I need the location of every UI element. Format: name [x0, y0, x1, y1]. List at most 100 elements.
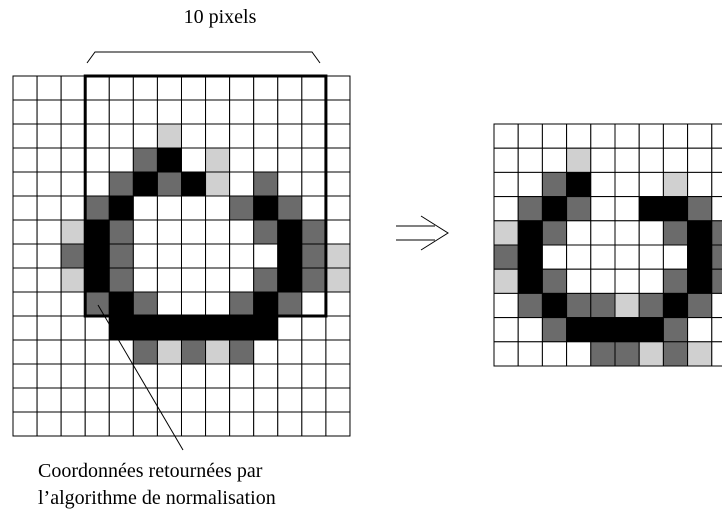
result-pixel: [662, 123, 689, 149]
source-pixel: [277, 411, 303, 437]
result-pixel: [493, 171, 519, 198]
result-pixel: [541, 292, 568, 319]
source-pixel: [205, 195, 231, 221]
source-pixel: [12, 291, 38, 317]
result-pixel: [566, 220, 592, 246]
source-pixel: [156, 363, 182, 389]
result-pixel: [638, 196, 664, 222]
result-pixel: [711, 317, 722, 343]
result-pixel: [517, 123, 543, 149]
width-label: 10 pixels: [183, 6, 257, 28]
source-pixel: [180, 315, 207, 341]
source-pixel: [277, 99, 303, 125]
source-pixel: [156, 267, 182, 293]
source-pixel: [132, 267, 158, 293]
result-pixel: [614, 341, 640, 367]
source-pixel: [253, 147, 279, 173]
result-pixel: [517, 220, 543, 246]
result-pixel: [687, 123, 713, 149]
source-pixel: [229, 411, 255, 437]
source-pixel: [180, 363, 207, 389]
source-pixel: [156, 75, 182, 101]
source-pixel: [229, 75, 255, 101]
result-pixel: [541, 196, 568, 222]
result-pixel: [687, 244, 713, 270]
source-pixel: [253, 195, 279, 221]
result-pixel: [541, 220, 568, 246]
source-pixel: [156, 243, 182, 269]
source-pixel: [205, 219, 231, 245]
result-pixel: [614, 196, 640, 222]
source-pixel: [301, 411, 327, 437]
normalization-bounding-box: [83, 74, 328, 318]
source-pixel: [325, 315, 351, 341]
result-pixel: [590, 244, 616, 270]
source-pixel: [12, 123, 38, 149]
source-pixel: [301, 387, 327, 413]
source-pixel: [108, 387, 134, 413]
result-pixel: [614, 244, 640, 270]
source-pixel: [325, 291, 351, 317]
source-pixel: [156, 291, 182, 317]
source-pixel: [253, 315, 279, 341]
result-pixel: [711, 171, 722, 198]
result-pixel: [517, 317, 543, 343]
source-pixel: [60, 75, 86, 101]
source-pixel: [60, 219, 86, 245]
source-pixel: [12, 267, 38, 293]
source-pixel: [253, 123, 279, 149]
source-pixel: [301, 243, 327, 269]
source-pixel: [132, 123, 158, 149]
result-pixel: [638, 341, 664, 367]
source-pixel: [229, 267, 255, 293]
source-pixel: [277, 267, 303, 293]
source-pixel: [301, 171, 327, 197]
source-pixel: [60, 171, 86, 197]
source-pixel: [277, 291, 303, 317]
result-pixel: [638, 292, 664, 319]
source-pixel: [277, 339, 303, 365]
source-pixel: [229, 99, 255, 125]
source-pixel: [108, 99, 134, 125]
source-pixel: [60, 411, 86, 437]
source-pixel: [156, 387, 182, 413]
source-pixel: [108, 315, 134, 341]
result-pixel: [662, 171, 689, 198]
source-pixel: [132, 243, 158, 269]
source-pixel: [60, 99, 86, 125]
source-pixel: [325, 99, 351, 125]
source-pixel: [156, 147, 182, 173]
result-pixel: [517, 292, 543, 319]
source-pixel: [301, 267, 327, 293]
source-pixel: [60, 315, 86, 341]
source-pixel: [180, 195, 207, 221]
result-pixel: [711, 123, 722, 149]
result-pixel: [638, 317, 664, 343]
result-pixel: [662, 268, 689, 294]
result-pixel: [687, 268, 713, 294]
source-pixel: [36, 363, 62, 389]
source-pixel: [60, 147, 86, 173]
result-pixel: [517, 341, 543, 367]
source-pixel: [325, 171, 351, 197]
result-pixel: [662, 292, 689, 319]
source-pixel: [12, 339, 38, 365]
source-pixel: [60, 339, 86, 365]
source-pixel: [229, 195, 255, 221]
result-pixel: [687, 220, 713, 246]
result-pixel: [614, 317, 640, 343]
source-pixel: [180, 411, 207, 437]
source-pixel: [205, 315, 231, 341]
source-pixel: [205, 243, 231, 269]
source-pixel: [60, 363, 86, 389]
result-pixel: [614, 123, 640, 149]
result-pixel: [638, 244, 664, 270]
result-pixel: [517, 268, 543, 294]
source-pixel: [301, 219, 327, 245]
source-pixel: [132, 411, 158, 437]
source-pixel: [132, 195, 158, 221]
result-pixel: [638, 220, 664, 246]
source-pixel: [277, 315, 303, 341]
result-pixel: [517, 147, 543, 173]
source-pixel: [36, 219, 62, 245]
